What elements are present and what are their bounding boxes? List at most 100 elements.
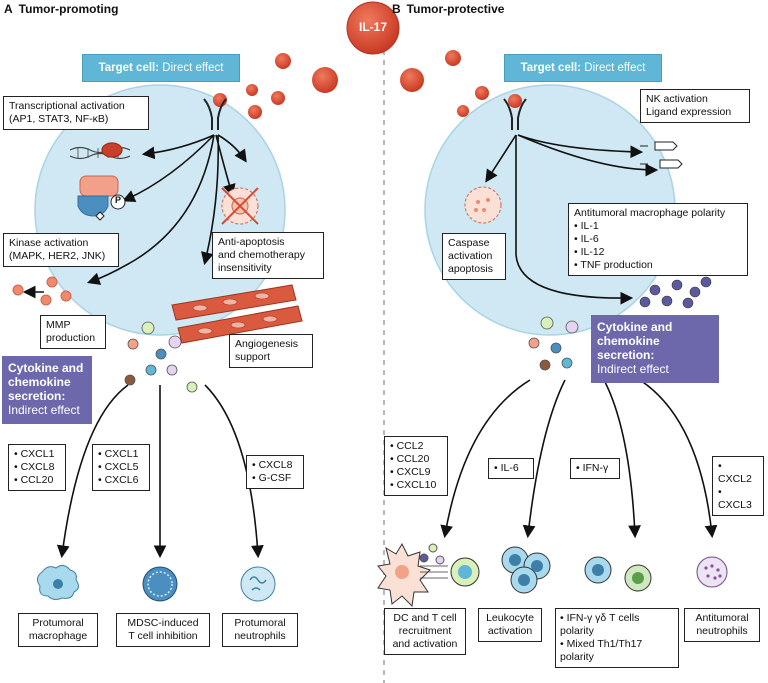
outcome-b2-line1: Leukocyte — [486, 612, 534, 624]
phospho-label: P — [114, 195, 121, 205]
output-arrows-b — [440, 379, 718, 539]
target-cell-tag-a: Target cell: Direct effect — [82, 54, 240, 82]
secretion-a-line1: Cytokine and — [8, 361, 84, 375]
angiogenesis-line2: support — [235, 351, 271, 363]
outcome-b1-line1: DC and T cell — [393, 612, 457, 624]
kinase-line1: Kinase activation — [9, 237, 89, 249]
secretion-a-line3: secretion: — [8, 389, 66, 403]
outcome-a2-line1: MDSC-induced — [127, 617, 199, 629]
secretion-box-a: Cytokine and chemokine secretion: Indire… — [2, 356, 92, 424]
list-b1-item: CCL2 — [390, 440, 442, 453]
chemokine-list-b3: IFN-γ — [570, 458, 620, 479]
macro-item: TNF production — [574, 259, 742, 272]
outcome-b2: Leukocyte activation — [478, 608, 542, 642]
tag-b-bold: Target cell: — [520, 62, 582, 74]
antitumoral-neutrophil-icon — [696, 556, 728, 588]
mmp-box: MMP production — [40, 315, 106, 349]
nk-line1: NK activation — [646, 93, 708, 105]
outcome-a3-line2: neutrophils — [234, 630, 286, 642]
nk-box: NK activation Ligand expression — [640, 89, 750, 123]
macrophage-polarity-box: Antitumoral macrophage polarity IL-1 IL-… — [568, 203, 748, 276]
kinase-line2: (MAPK, HER2, JNK) — [9, 250, 106, 262]
list-a3-item: CXCL8 — [252, 459, 298, 472]
outcome-a1: Protumoral macrophage — [18, 613, 98, 647]
caspase-cell-icon — [464, 186, 502, 224]
list-b1-item: CCL20 — [390, 453, 442, 466]
antiapoptosis-line2: and chemotherapy — [218, 249, 305, 261]
target-cell-tag-b: Target cell: Direct effect — [504, 54, 662, 82]
tag-b-rest: Direct effect — [584, 62, 646, 74]
transcription-box: Transcriptional activation (AP1, STAT3, … — [3, 96, 149, 130]
outcome-a2: MDSC-induced T cell inhibition — [116, 613, 210, 647]
chemokine-list-b1: CCL2 CCL20 CXCL9 CXCL10 — [384, 436, 448, 496]
list-b4-item: CXCL3 — [718, 486, 758, 512]
panel-a-title-text: Tumor-promoting — [18, 2, 119, 16]
outcome-b1: DC and T cell recruitment and activation — [384, 608, 466, 655]
outcome-b4-line1: Antitumoral — [695, 612, 749, 624]
list-b3-item: IFN-γ — [576, 462, 614, 475]
angiogenesis-box: Angiogenesis support — [229, 334, 313, 368]
panel-b-letter: B — [392, 2, 401, 16]
nk-ligand-icon — [640, 141, 683, 169]
chemokine-list-b2: IL-6 — [488, 458, 534, 479]
outcome-a2-line2: T cell inhibition — [128, 630, 198, 642]
receptor-b — [503, 98, 527, 130]
chemokine-dots-a — [124, 321, 198, 393]
outcome-a3-line1: Protumoral — [234, 617, 286, 629]
transcription-line1: Transcriptional activation — [9, 100, 125, 112]
tag-a-bold: Target cell: — [98, 62, 160, 74]
il17-particles-b — [400, 50, 522, 117]
macrophage-dots — [639, 276, 712, 309]
transcription-line2: (AP1, STAT3, NF-κB) — [9, 113, 109, 125]
outcome-a1-line2: macrophage — [28, 630, 88, 642]
mmp-line2: production — [46, 332, 96, 344]
blood-vessel-icon — [171, 284, 303, 344]
list-a1-item: CCL20 — [14, 474, 60, 487]
arrows-b — [485, 134, 659, 305]
outcome-b1-line2: recruitment — [398, 625, 452, 637]
angiogenesis-line1: Angiogenesis — [235, 338, 299, 350]
tag-a-rest: Direct effect — [162, 62, 224, 74]
macro-item: IL-12 — [574, 246, 742, 259]
chemokine-dots-b — [528, 316, 579, 371]
secretion-b-line2: chemokine — [597, 334, 660, 348]
macro-item: IL-1 — [574, 220, 742, 233]
mmp-line1: MMP — [46, 319, 71, 331]
il17-circle — [346, 1, 400, 55]
secretion-a-line2: chemokine — [8, 375, 71, 389]
secretion-b-line4: Indirect effect — [597, 362, 669, 376]
antiapoptosis-line3: insensitivity — [218, 262, 272, 274]
list-b1-item: CXCL10 — [390, 479, 442, 492]
secretion-a-line4: Indirect effect — [8, 403, 80, 417]
mmp-dots — [12, 276, 72, 306]
outcome-b2-line2: activation — [487, 625, 533, 637]
panel-b-title-text: Tumor-protective — [406, 2, 505, 16]
list-a2-item: CXCL1 — [98, 448, 144, 461]
outcome-a1-line1: Protumoral — [32, 617, 84, 629]
outcome-b3: IFN-γ γδ T cells polarity Mixed Th1/Th17… — [555, 608, 679, 668]
list-a3-item: G-CSF — [252, 472, 298, 485]
il17-label: IL-17 — [358, 20, 387, 34]
outcome-b3-item: IFN-γ γδ T cells polarity — [560, 612, 674, 638]
caspase-line2: activation — [448, 250, 493, 262]
chemokine-list-b4: CXCL2 CXCL3 — [712, 456, 764, 516]
caspase-line1: Caspase — [448, 237, 490, 249]
protumoral-neutrophil-icon — [240, 566, 276, 602]
dna-icon — [69, 142, 131, 160]
outcome-b1-line3: and activation — [392, 638, 458, 650]
kinase-box: Kinase activation (MAPK, HER2, JNK) — [3, 233, 119, 267]
mdsc-icon — [142, 566, 178, 602]
list-b1-item: CXCL9 — [390, 466, 442, 479]
outcome-b4-line2: neutrophils — [696, 625, 748, 637]
panel-a-letter: A — [4, 2, 13, 16]
protumoral-macrophage-icon — [36, 564, 80, 601]
dc-tcell-icon — [377, 542, 480, 608]
list-b2-item: IL-6 — [494, 462, 528, 475]
secretion-b-line1: Cytokine and — [597, 320, 673, 334]
outcome-a3: Protumoral neutrophils — [222, 613, 298, 647]
macro-title: Antitumoral macrophage polarity — [574, 207, 726, 219]
caspase-box: Caspase activation apoptosis — [442, 233, 506, 280]
antiapoptosis-line1: Anti-apoptosis — [218, 236, 285, 248]
gd-tcell-icon — [584, 556, 652, 592]
list-a2-item: CXCL6 — [98, 474, 144, 487]
